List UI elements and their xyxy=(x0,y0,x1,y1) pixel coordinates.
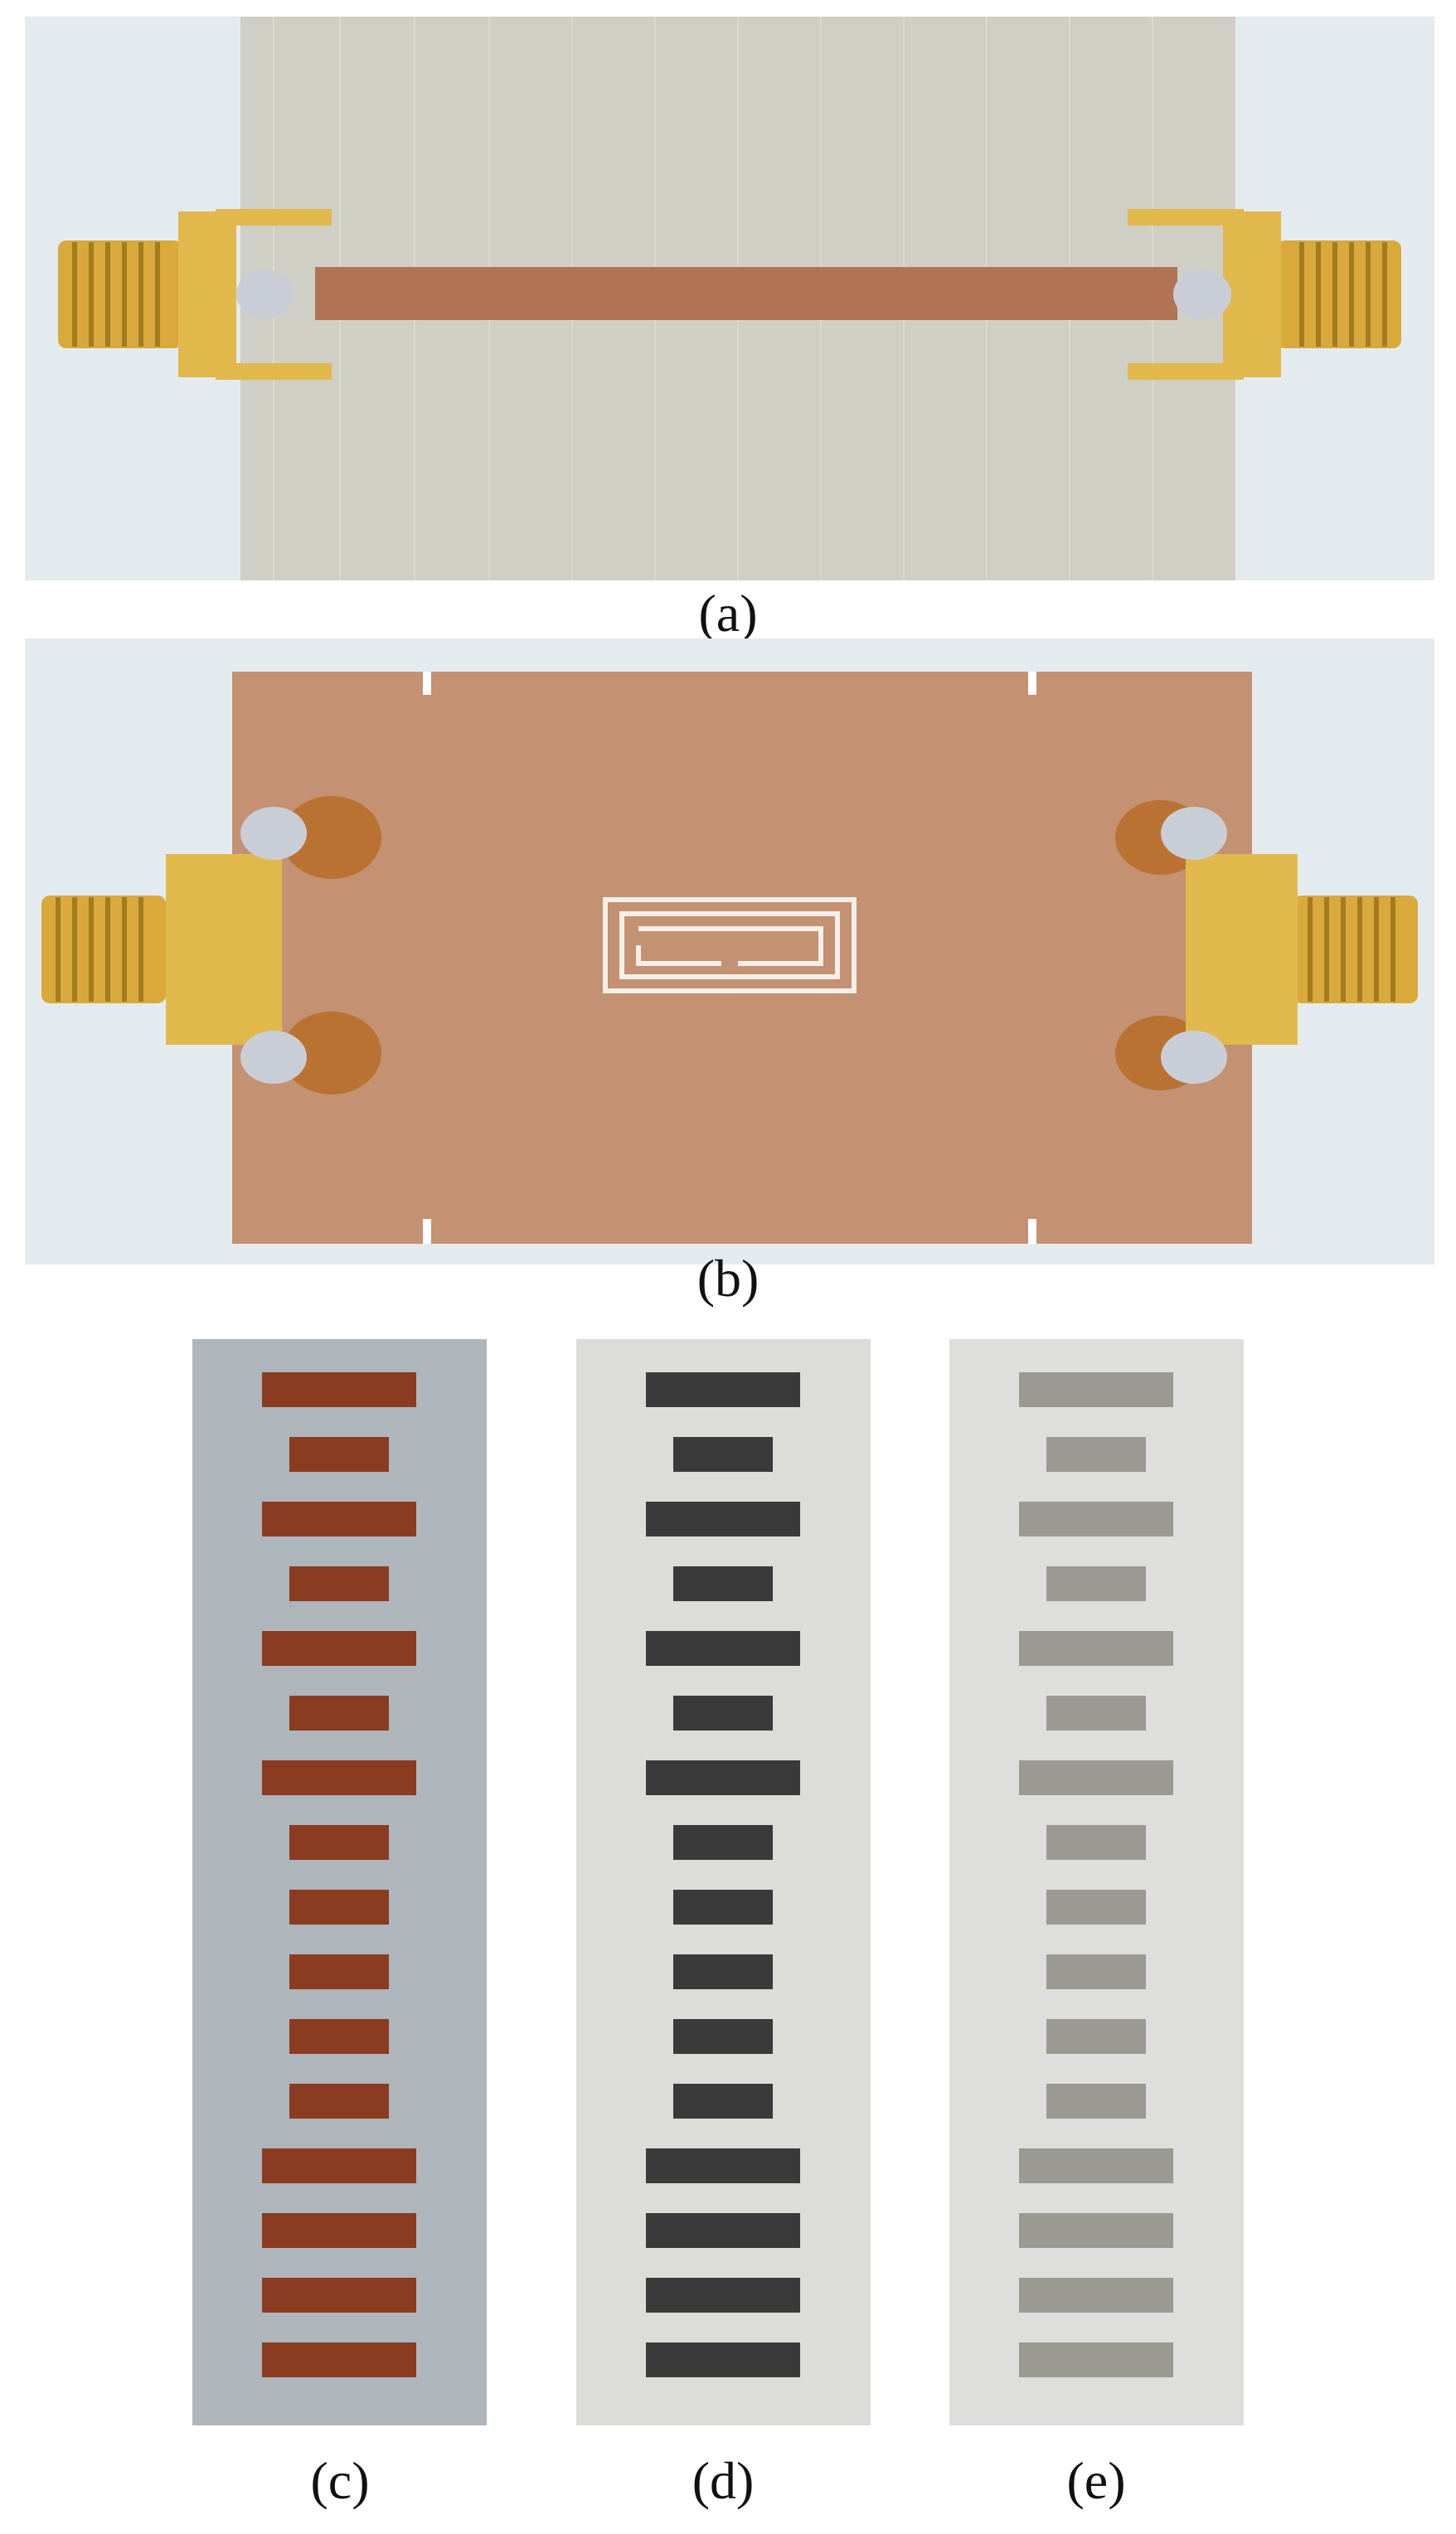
strip-c-bar-7 xyxy=(262,1760,416,1795)
strip-d-bar-1 xyxy=(646,1372,800,1407)
strip-c-bar-6 xyxy=(289,1696,389,1731)
strip-e-bar-5 xyxy=(1019,1631,1173,1666)
strip-c-bar-12 xyxy=(289,2084,389,2119)
strip-d-bar-9 xyxy=(673,1890,773,1925)
sma-connector-left-bottom xyxy=(41,796,381,1095)
strip-e-bar-12 xyxy=(1046,2084,1146,2119)
sma-connector-left xyxy=(58,209,332,380)
strip-e-bar-9 xyxy=(1046,1890,1146,1925)
strip-c-bar-4 xyxy=(289,1566,389,1601)
strip-d-bar-6 xyxy=(673,1696,773,1731)
strip-c-bar-5 xyxy=(262,1631,416,1666)
strip-d-bar-14 xyxy=(646,2213,800,2248)
strip-e-bar-2 xyxy=(1046,1437,1146,1472)
strip-d-bar-8 xyxy=(673,1825,773,1860)
strip-d-bar-7 xyxy=(646,1760,800,1795)
strip-c-bar-2 xyxy=(289,1437,389,1472)
strip-d-bar-13 xyxy=(646,2148,800,2183)
slot-resonator xyxy=(603,897,857,993)
strip-c-bar-8 xyxy=(289,1825,389,1860)
strip-c-bar-15 xyxy=(262,2278,416,2313)
sma-connector-right xyxy=(1128,209,1401,380)
caption-a: (a) xyxy=(698,584,758,643)
strip-d-bar-11 xyxy=(673,2019,773,2054)
strip-c-svg xyxy=(262,1372,416,2377)
copper-board xyxy=(232,672,1252,1244)
strip-e-bar-1 xyxy=(1019,1372,1173,1407)
strip-c-bar-3 xyxy=(262,1502,416,1536)
strip-c-bar-14 xyxy=(262,2213,416,2248)
photo-panel-b xyxy=(25,638,1434,1265)
strip-e-bar-6 xyxy=(1046,1696,1146,1731)
strip-d-bar-4 xyxy=(673,1566,773,1601)
strip-c-bar-13 xyxy=(262,2148,416,2183)
copper-trace xyxy=(315,267,1177,320)
strip-d-bar-5 xyxy=(646,1631,800,1666)
strip-c-bar-16 xyxy=(262,2342,416,2377)
strip-e-bar-13 xyxy=(1019,2148,1173,2183)
strip-d-bar-12 xyxy=(673,2084,773,2119)
strip-e-bar-7 xyxy=(1019,1760,1173,1795)
strip-e-bar-14 xyxy=(1019,2213,1173,2248)
caption-c: (c) xyxy=(310,2451,370,2510)
photo-panel-a xyxy=(25,17,1434,580)
sma-connector-right-bottom xyxy=(1115,800,1418,1090)
strip-e-bar-4 xyxy=(1046,1566,1146,1601)
strip-panel-e xyxy=(949,1339,1244,2425)
ground-plane-photo xyxy=(25,638,1434,1265)
strip-d-bar-16 xyxy=(646,2342,800,2377)
strip-d-bar-3 xyxy=(646,1502,800,1536)
strip-c-bar-1 xyxy=(262,1372,416,1407)
strip-e-bar-16 xyxy=(1019,2342,1173,2377)
strip-e-bar-15 xyxy=(1019,2278,1173,2313)
strip-e-bar-11 xyxy=(1046,2019,1146,2054)
strip-d-bar-15 xyxy=(646,2278,800,2313)
strip-panel-d xyxy=(576,1339,871,2425)
caption-d: (d) xyxy=(692,2451,755,2510)
strip-e-bar-8 xyxy=(1046,1825,1146,1860)
caption-b: (b) xyxy=(696,1249,760,1308)
strip-c-bar-9 xyxy=(289,1890,389,1925)
strip-e-bar-10 xyxy=(1046,1954,1146,1989)
strip-d-bar-2 xyxy=(673,1437,773,1472)
caption-e: (e) xyxy=(1066,2451,1126,2510)
strip-d-bar-10 xyxy=(673,1954,773,1989)
strip-d-svg xyxy=(646,1372,800,2377)
strip-c-bar-11 xyxy=(289,2019,389,2054)
microstrip-line-photo xyxy=(25,17,1434,580)
strip-e-svg xyxy=(1019,1372,1173,2377)
strip-panel-c xyxy=(192,1339,487,2425)
strip-e-bar-3 xyxy=(1019,1502,1173,1536)
strip-c-bar-10 xyxy=(289,1954,389,1989)
